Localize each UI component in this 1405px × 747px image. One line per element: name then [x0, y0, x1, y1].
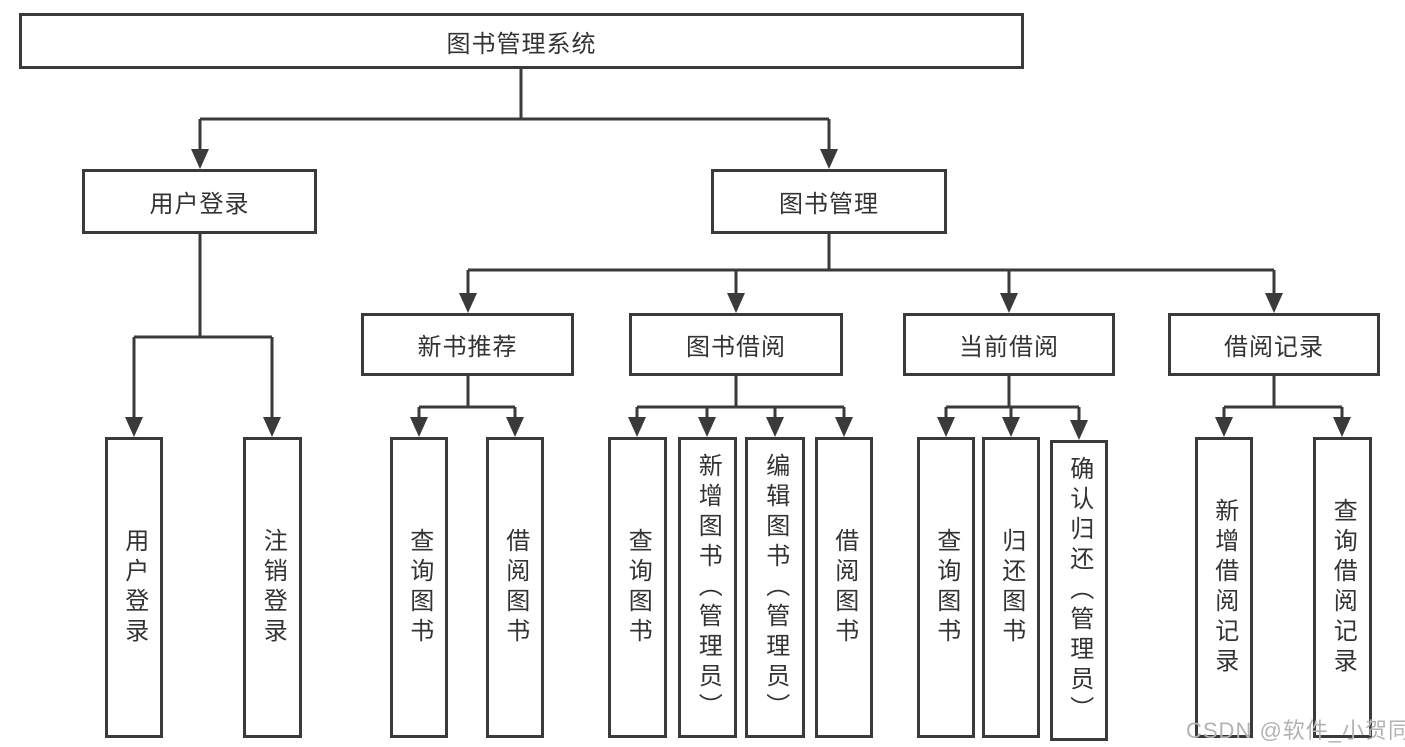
node-book-management: 图书管理 [711, 169, 947, 234]
node-borrowing-records: 借阅记录 [1168, 313, 1380, 376]
node-label: 用户登录 [120, 527, 148, 648]
node-label: 图书管理系统 [446, 30, 597, 58]
node-label: 新书推荐 [417, 334, 518, 361]
node-label: 查询图书 [405, 527, 433, 648]
node-label: 确认归还（管理员） [1065, 455, 1093, 726]
node-library-management-system: 图书管理系统 [19, 13, 1024, 69]
node-leaf-query-borrow-record: 查询借阅记录 [1313, 437, 1372, 738]
node-leaf-user-login: 用户登录 [105, 437, 163, 738]
node-label: 归还图书 [997, 527, 1025, 648]
node-label: 新增借阅记录 [1210, 497, 1238, 678]
node-label: 用户登录 [149, 191, 250, 218]
node-leaf-borrow-books: 借阅图书 [815, 437, 873, 738]
node-leaf-confirm-return-admin: 确认归还（管理员） [1050, 440, 1108, 741]
node-label: 借阅图书 [501, 527, 529, 648]
node-label: 查询图书 [624, 527, 652, 648]
node-leaf-borrow-books-recommend: 借阅图书 [486, 437, 544, 738]
node-leaf-logout: 注销登录 [243, 437, 302, 738]
connector-wire-path [132, 69, 1344, 422]
node-new-book-recommendation: 新书推荐 [361, 313, 574, 376]
node-label: 借阅图书 [830, 527, 858, 648]
node-label: 编辑图书（管理员） [761, 452, 789, 723]
node-book-borrowing: 图书借阅 [629, 313, 843, 376]
arrowhead-path [125, 149, 1351, 440]
node-current-borrowing: 当前借阅 [903, 313, 1115, 376]
node-leaf-query-books-recommend: 查询图书 [390, 437, 448, 738]
node-label: 新增图书（管理员） [694, 452, 722, 723]
node-leaf-add-book-admin: 新增图书（管理员） [678, 437, 737, 738]
node-label: 当前借阅 [959, 334, 1059, 361]
node-leaf-query-books-current: 查询图书 [917, 437, 975, 738]
csdn-watermark: CSDN @软件_小贺同学 [1186, 718, 1405, 743]
node-leaf-add-borrow-record: 新增借阅记录 [1195, 437, 1253, 738]
node-label: 图书借阅 [686, 334, 786, 361]
node-label: 注销登录 [259, 527, 287, 648]
node-label: 图书管理 [779, 191, 879, 218]
node-label: 查询借阅记录 [1329, 497, 1357, 678]
node-leaf-edit-book-admin: 编辑图书（管理员） [745, 437, 805, 738]
node-leaf-return-books: 归还图书 [982, 437, 1040, 738]
node-leaf-query-books-borrow: 查询图书 [608, 437, 667, 738]
node-label: 查询图书 [932, 527, 960, 648]
node-label: 借阅记录 [1224, 334, 1324, 361]
node-user-login: 用户登录 [82, 169, 317, 234]
